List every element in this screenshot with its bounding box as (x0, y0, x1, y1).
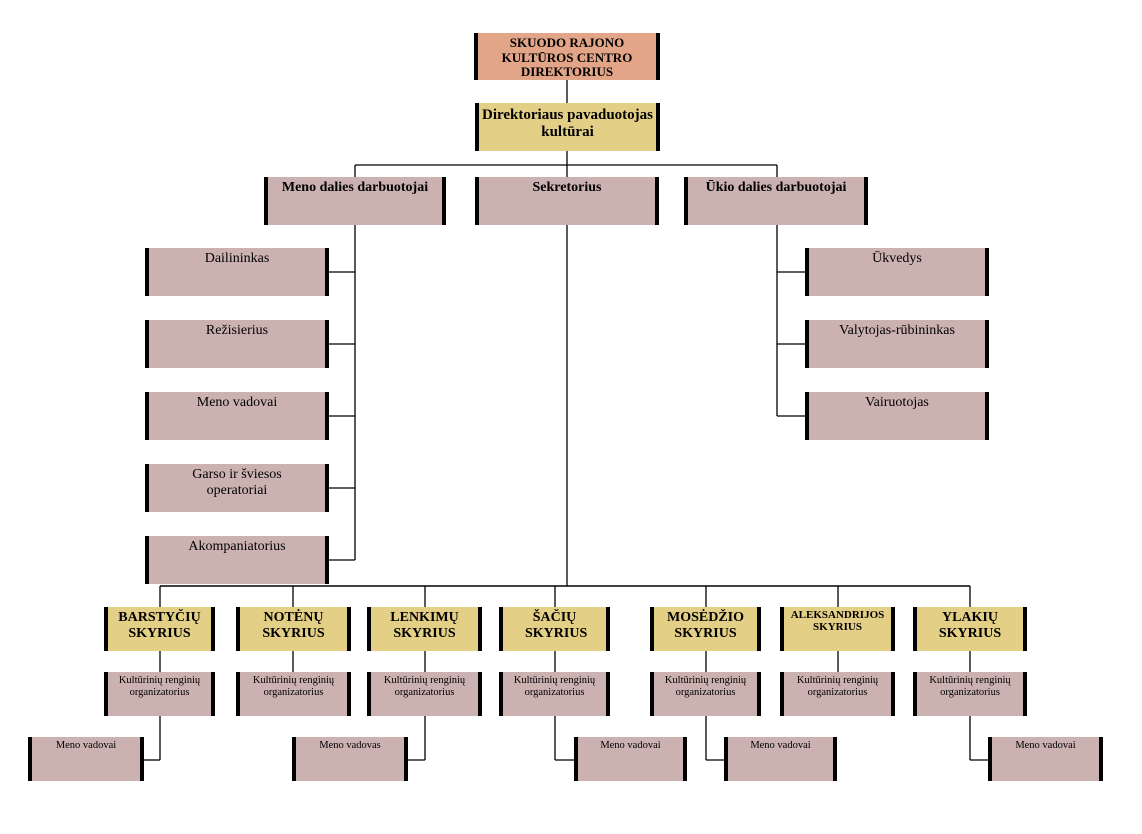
arts-leader-box-saciu: Meno vadovai (574, 737, 687, 781)
arts-leader-box-mosedzio: Meno vadovai (724, 737, 837, 781)
arts-leader-box-lenkimu: Meno vadovas (292, 737, 408, 781)
branch-box-saciu: ŠAČIŲ SKYRIUS (499, 607, 610, 651)
staff-box-vairuotojas: Vairuotojas (805, 392, 989, 440)
staff-box-valytojas: Valytojas-rūbininkas (805, 320, 989, 368)
meno-dalies-box: Meno dalies darbuotojai (264, 177, 446, 225)
staff-label: Valytojas-rūbininkas (839, 323, 955, 338)
organizer-box-mosedzio: Kultūrinių renginių organizatorius (650, 672, 761, 716)
staff-box-ukvedys: Ūkvedys (805, 248, 989, 296)
organizer-label: Kultūrinių renginių organizatorius (929, 675, 1011, 698)
staff-box-rezisierius: Režisierius (145, 320, 329, 368)
organizer-box-lenkimu: Kultūrinių renginių organizatorius (367, 672, 482, 716)
arts-leader-label: Meno vadovai (600, 740, 661, 751)
sekretorius-label: Sekretorius (532, 180, 602, 195)
organizer-box-aleksandrijos: Kultūrinių renginių organizatorius (780, 672, 895, 716)
branch-box-mosedzio: MOSĖDŽIO SKYRIUS (650, 607, 761, 651)
arts-leader-label: Meno vadovai (55, 740, 117, 751)
branch-label: LENKIMŲ SKYRIUS (390, 610, 459, 641)
branch-label: MOSĖDŽIO SKYRIUS (666, 610, 744, 641)
staff-box-dailininkas: Dailininkas (145, 248, 329, 296)
arts-leader-box-barstyciu: Meno vadovai (28, 737, 144, 781)
meno-dalies-label: Meno dalies darbuotojai (281, 180, 429, 195)
staff-box-garso-operatoriai: Garso ir šviesos operatoriai (145, 464, 329, 512)
organizer-label: Kultūrinių renginių organizatorius (513, 675, 596, 698)
director-label: SKUODO RAJONO KULTŪROS CENTRO DIREKTORIU… (501, 35, 633, 80)
ukio-dalies-box: Ūkio dalies darbuotojai (684, 177, 868, 225)
branch-label: BARSTYČIŲ SKYRIUS (118, 610, 201, 641)
branch-label: YLAKIŲ SKYRIUS (938, 610, 1002, 641)
branch-box-barstyciu: BARSTYČIŲ SKYRIUS (104, 607, 215, 651)
organizer-label: Kultūrinių renginių organizatorius (664, 675, 747, 698)
organizer-label: Kultūrinių renginių organizatorius (118, 675, 201, 698)
staff-label: Meno vadovai (196, 395, 278, 410)
ukio-dalies-label: Ūkio dalies darbuotojai (705, 180, 847, 195)
organizer-label: Kultūrinių renginių organizatorius (252, 675, 335, 698)
organizer-box-saciu: Kultūrinių renginių organizatorius (499, 672, 610, 716)
staff-label: Akompaniatorius (188, 539, 286, 554)
arts-leader-label: Meno vadovai (1015, 740, 1076, 751)
branch-label: ALEKSANDRIJOS SKYRIUS (790, 609, 885, 634)
arts-leader-label: Meno vadovas (319, 740, 381, 751)
branch-box-ylakiu: YLAKIŲ SKYRIUS (913, 607, 1027, 651)
branch-label: NOTĖNŲ SKYRIUS (262, 610, 325, 641)
branch-label: ŠAČIŲ SKYRIUS (525, 610, 588, 641)
staff-label: Ūkvedys (872, 251, 922, 266)
organizer-box-barstyciu: Kultūrinių renginių organizatorius (104, 672, 215, 716)
arts-leader-box-ylakiu: Meno vadovai (988, 737, 1103, 781)
organizer-label: Kultūrinių renginių organizatorius (796, 675, 879, 698)
deputy-box: Direktoriaus pavaduotojas kultūrai (475, 103, 660, 151)
staff-label: Garso ir šviesos operatoriai (192, 467, 282, 498)
deputy-label: Direktoriaus pavaduotojas kultūrai (482, 107, 653, 140)
staff-box-meno-vadovai: Meno vadovai (145, 392, 329, 440)
organizer-box-notenu: Kultūrinių renginių organizatorius (236, 672, 351, 716)
staff-label: Režisierius (205, 323, 269, 338)
arts-leader-label: Meno vadovai (750, 740, 811, 751)
organizer-label: Kultūrinių renginių organizatorius (383, 675, 466, 698)
staff-label: Dailininkas (204, 251, 270, 266)
branch-box-aleksandrijos: ALEKSANDRIJOS SKYRIUS (780, 607, 895, 651)
organizer-box-ylakiu: Kultūrinių renginių organizatorius (913, 672, 1027, 716)
branch-box-lenkimu: LENKIMŲ SKYRIUS (367, 607, 482, 651)
sekretorius-box: Sekretorius (475, 177, 659, 225)
branch-box-notenu: NOTĖNŲ SKYRIUS (236, 607, 351, 651)
director-box: SKUODO RAJONO KULTŪROS CENTRO DIREKTORIU… (474, 33, 660, 80)
staff-box-akompaniatorius: Akompaniatorius (145, 536, 329, 584)
staff-label: Vairuotojas (865, 395, 929, 410)
